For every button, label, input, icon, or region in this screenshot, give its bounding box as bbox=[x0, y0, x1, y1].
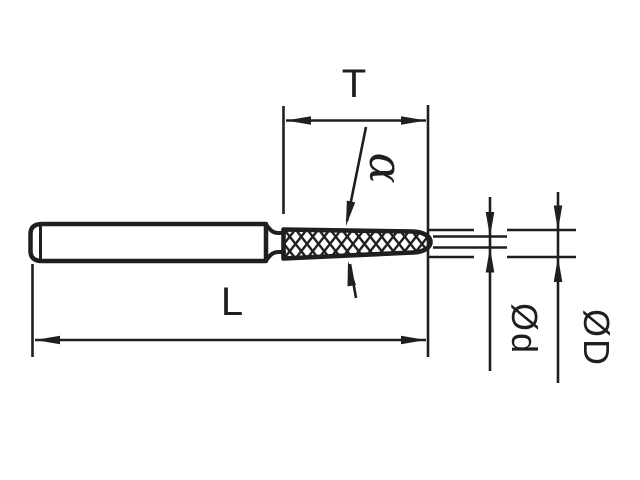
l-arrow-right bbox=[401, 335, 426, 345]
neck-bottom-line bbox=[264, 250, 286, 263]
shank-outline bbox=[28, 221, 269, 264]
phi-D-arrow-lower bbox=[553, 257, 563, 282]
phi-d-arrow-upper bbox=[485, 212, 495, 237]
diameter-label-small-d: Ød bbox=[504, 302, 545, 356]
phi-D-arrow-upper bbox=[553, 205, 563, 231]
phi-d-arrow-lower bbox=[485, 247, 495, 273]
dimension-label-l: L bbox=[220, 280, 244, 324]
burr-body bbox=[281, 227, 433, 261]
t-arrow-right bbox=[401, 116, 426, 125]
dimension-label-t: T bbox=[341, 62, 367, 106]
t-arrow-left bbox=[286, 116, 311, 125]
alpha-arrow-upper bbox=[346, 200, 356, 226]
diameter-label-big-d: ØD bbox=[576, 309, 617, 367]
angle-label-alpha: α bbox=[359, 152, 413, 184]
neck-top-line bbox=[264, 222, 286, 235]
l-arrow-left bbox=[35, 335, 60, 345]
alpha-leader-lower bbox=[348, 263, 358, 299]
